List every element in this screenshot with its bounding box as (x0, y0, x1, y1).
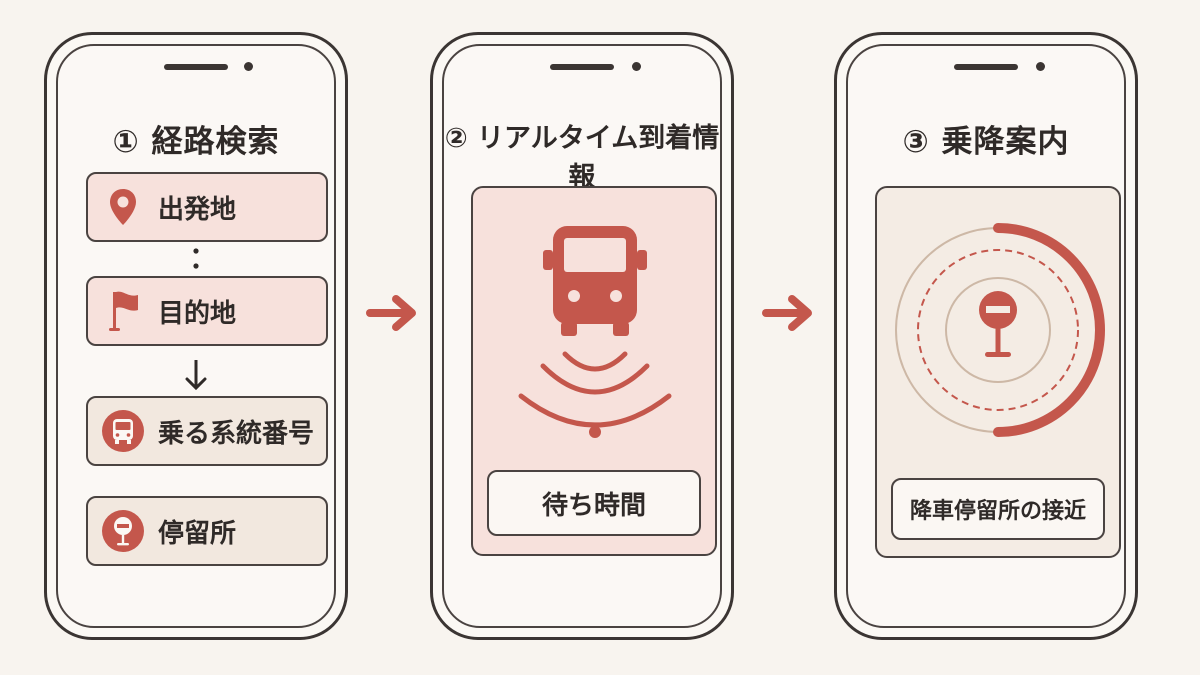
step-title-boarding-guide: ③ 乗降案内 (902, 124, 1070, 160)
step-title-route-search: ① 経路検索 (112, 124, 280, 160)
flag-icon (88, 288, 158, 334)
destination-item[interactable]: 目的地 (86, 276, 328, 346)
phone-screen: ① 経路検索 出発地 (56, 44, 336, 628)
phone-speaker (954, 64, 1018, 70)
arrow-right-icon (762, 295, 812, 331)
approaching-stop-button[interactable]: 降車停留所の接近 (891, 478, 1105, 540)
wait-time-button[interactable]: 待ち時間 (487, 470, 701, 536)
phone-camera (244, 62, 253, 71)
bus-stop-icon (88, 509, 158, 553)
phone-camera (1036, 62, 1045, 71)
arrow-right-icon (366, 295, 416, 331)
destination-label: 目的地 (158, 298, 237, 329)
map-pin-icon (88, 187, 158, 227)
phone-screen: ③ 乗降案内 降車停留所の接近 (846, 44, 1126, 628)
phone-boarding-guide: ③ 乗降案内 降車停留所の接近 (834, 32, 1138, 640)
bus-icon (88, 409, 158, 453)
bus-stop-label: 停留所 (158, 518, 237, 549)
bus-stop-radar-icon (895, 223, 1105, 437)
phone-speaker (164, 64, 228, 70)
phone-screen: ② リアルタイム到着情報 待ち時間 (442, 44, 722, 628)
dots-divider (58, 246, 334, 276)
phone-speaker (550, 64, 614, 70)
step-title-realtime-arrival: ② リアルタイム到着情報 (444, 123, 720, 193)
bus-signal-icon (518, 226, 672, 438)
phone-camera (632, 62, 641, 71)
origin-item[interactable]: 出発地 (86, 172, 328, 242)
route-number-item[interactable]: 乗る系統番号 (86, 396, 328, 466)
bus-stop-item[interactable]: 停留所 (86, 496, 328, 566)
arrival-card: 待ち時間 (471, 186, 717, 556)
phone-realtime-arrival: ② リアルタイム到着情報 待ち時間 (430, 32, 734, 640)
alight-card: 降車停留所の接近 (875, 186, 1121, 558)
down-arrow-icon (58, 358, 334, 396)
route-number-label: 乗る系統番号 (158, 418, 315, 449)
origin-label: 出発地 (158, 194, 237, 225)
phone-route-search: ① 経路検索 出発地 (44, 32, 348, 640)
